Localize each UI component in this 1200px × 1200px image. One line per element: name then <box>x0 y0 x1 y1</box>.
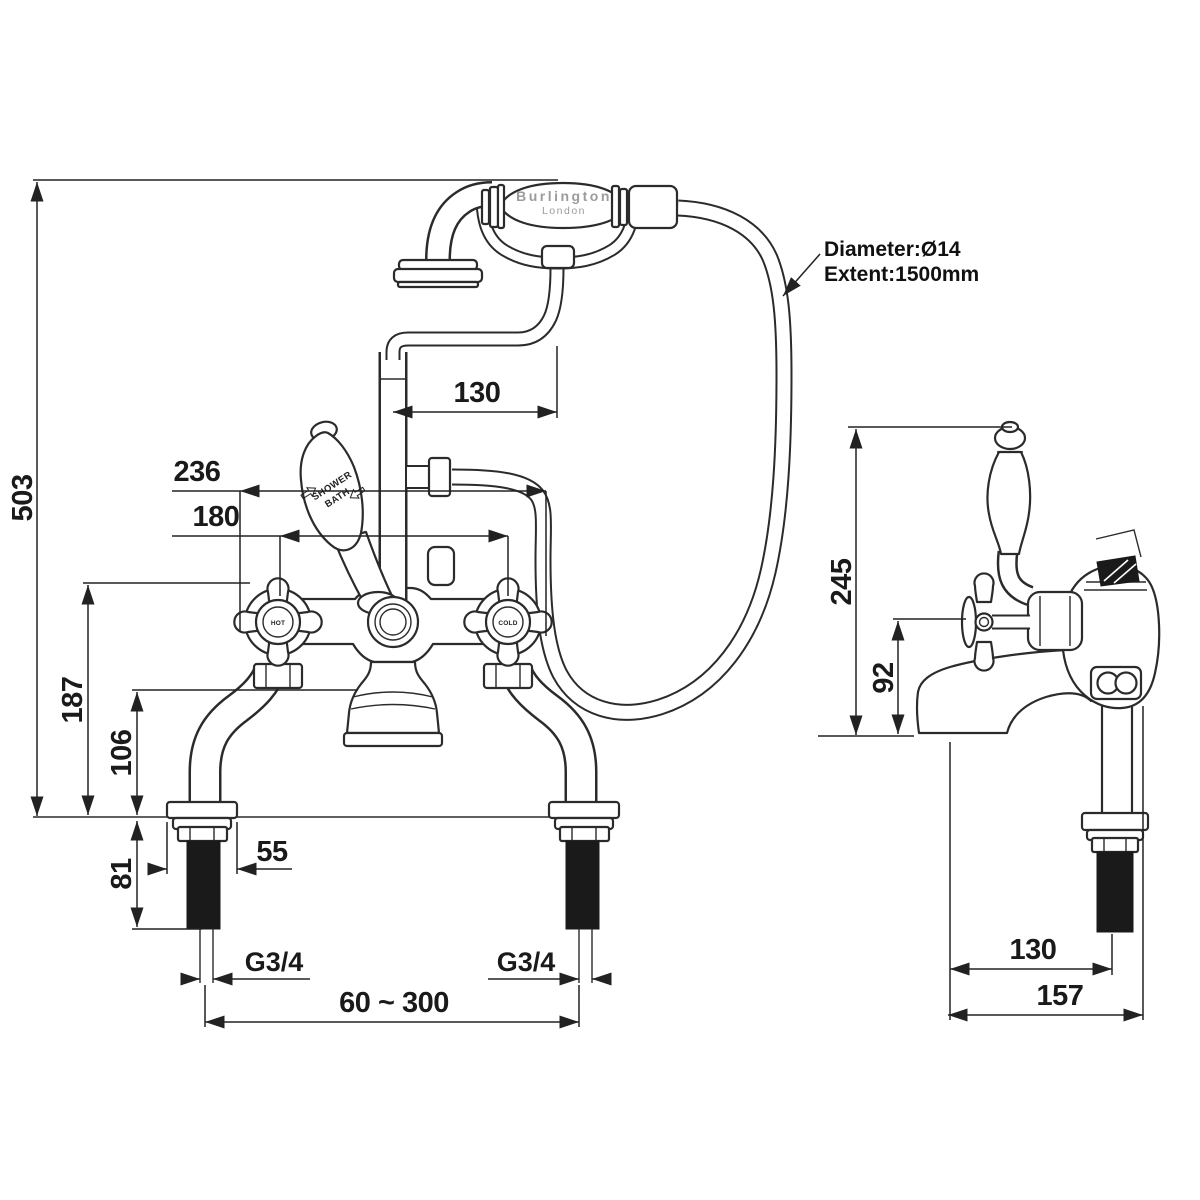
left-threaded-tail <box>186 840 221 930</box>
side-valve <box>992 590 1084 652</box>
side-pillar-pipe <box>1100 695 1134 817</box>
hot-index-label: HOT <box>271 620 285 627</box>
front-dimensions: 503 130 236 180 <box>7 179 612 1029</box>
spout <box>342 660 444 748</box>
front-view: SHOWER BATH HOT COLD <box>7 179 979 1029</box>
svg-text:180: 180 <box>193 501 240 533</box>
dim-handset-offset: 130 <box>393 346 558 419</box>
handset-cradle <box>475 195 641 270</box>
diverter-outlet <box>366 595 420 649</box>
brand-name: Burlington <box>516 188 612 204</box>
side-inlet-shank <box>1080 811 1150 933</box>
dim-side-tail-offset: 130 <box>949 742 1113 1020</box>
dim-overall-width: 236 <box>172 456 547 636</box>
hose-extent-label: Extent:1500mm <box>824 263 979 286</box>
svg-text:81: 81 <box>106 858 138 890</box>
shower-rose <box>392 258 484 289</box>
svg-text:130: 130 <box>454 377 501 409</box>
side-cross-handle <box>960 572 995 672</box>
svg-text:60 ~ 300: 60 ~ 300 <box>339 987 449 1019</box>
hose-diameter-label: Diameter:Ø14 <box>824 238 961 261</box>
grip-collar-left <box>480 183 506 230</box>
svg-text:55: 55 <box>256 836 288 868</box>
wall-hook <box>1095 529 1142 558</box>
dim-tail-length: 81 <box>106 821 202 930</box>
svg-text:236: 236 <box>174 456 221 488</box>
riser-pipe <box>378 267 565 600</box>
hose-note: Diameter:Ø14 Extent:1500mm <box>782 238 979 297</box>
dim-inlet-thread-left: G3/4 <box>180 947 310 986</box>
hot-cross-handle: HOT <box>233 577 323 667</box>
svg-text:106: 106 <box>106 729 138 776</box>
cold-valve-hex <box>482 662 534 690</box>
cold-index-label: COLD <box>498 620 517 627</box>
right-inlet-shank <box>547 800 621 983</box>
dim-side-handle-height: 92 <box>868 618 966 734</box>
diverter-housing <box>426 545 456 587</box>
svg-text:503: 503 <box>7 474 39 521</box>
side-dimensions: 245 92 130 157 <box>818 426 1144 1022</box>
brand-city: London <box>542 205 586 217</box>
dim-inlet-centres: 60 ~ 300 <box>204 985 580 1029</box>
dim-inlet-thread-right: G3/4 <box>488 947 612 986</box>
left-inlet-pipe <box>199 929 214 983</box>
svg-text:187: 187 <box>57 677 89 724</box>
dim-flange-diameter: 55 <box>147 822 292 876</box>
dim-spout-clearance: 106 <box>106 689 358 815</box>
dim-side-overall-depth: 157 <box>948 706 1144 1022</box>
side-lever <box>986 420 1035 606</box>
svg-text:245: 245 <box>826 558 858 605</box>
svg-text:157: 157 <box>1037 980 1084 1012</box>
side-coupling-nut <box>1089 665 1143 701</box>
hot-valve-hex <box>252 662 304 690</box>
right-threaded-tail <box>565 840 600 930</box>
svg-text:130: 130 <box>1010 934 1057 966</box>
diverter-lever: SHOWER BATH <box>299 420 456 616</box>
dim-overall-height: 503 <box>7 179 558 816</box>
dim-handle-centres: 180 <box>172 501 509 596</box>
left-inlet-shank <box>165 800 239 983</box>
cold-cross-handle: COLD <box>463 577 553 667</box>
svg-text:G3/4: G3/4 <box>497 947 556 977</box>
svg-text:G3/4: G3/4 <box>245 947 304 977</box>
dim-side-overall-height: 245 <box>826 426 1012 735</box>
hose-connector <box>627 184 679 230</box>
grip-collar-right <box>610 184 629 229</box>
right-inlet-pipe <box>578 929 593 983</box>
dim-body-height: 187 <box>57 582 250 815</box>
side-threaded-tail <box>1096 851 1134 933</box>
handset: Burlington London <box>392 181 679 289</box>
side-view: 245 92 130 157 <box>818 420 1161 1022</box>
shower-hose <box>451 199 793 721</box>
cradle-hook-bracket <box>1096 555 1140 587</box>
svg-text:92: 92 <box>868 662 900 693</box>
